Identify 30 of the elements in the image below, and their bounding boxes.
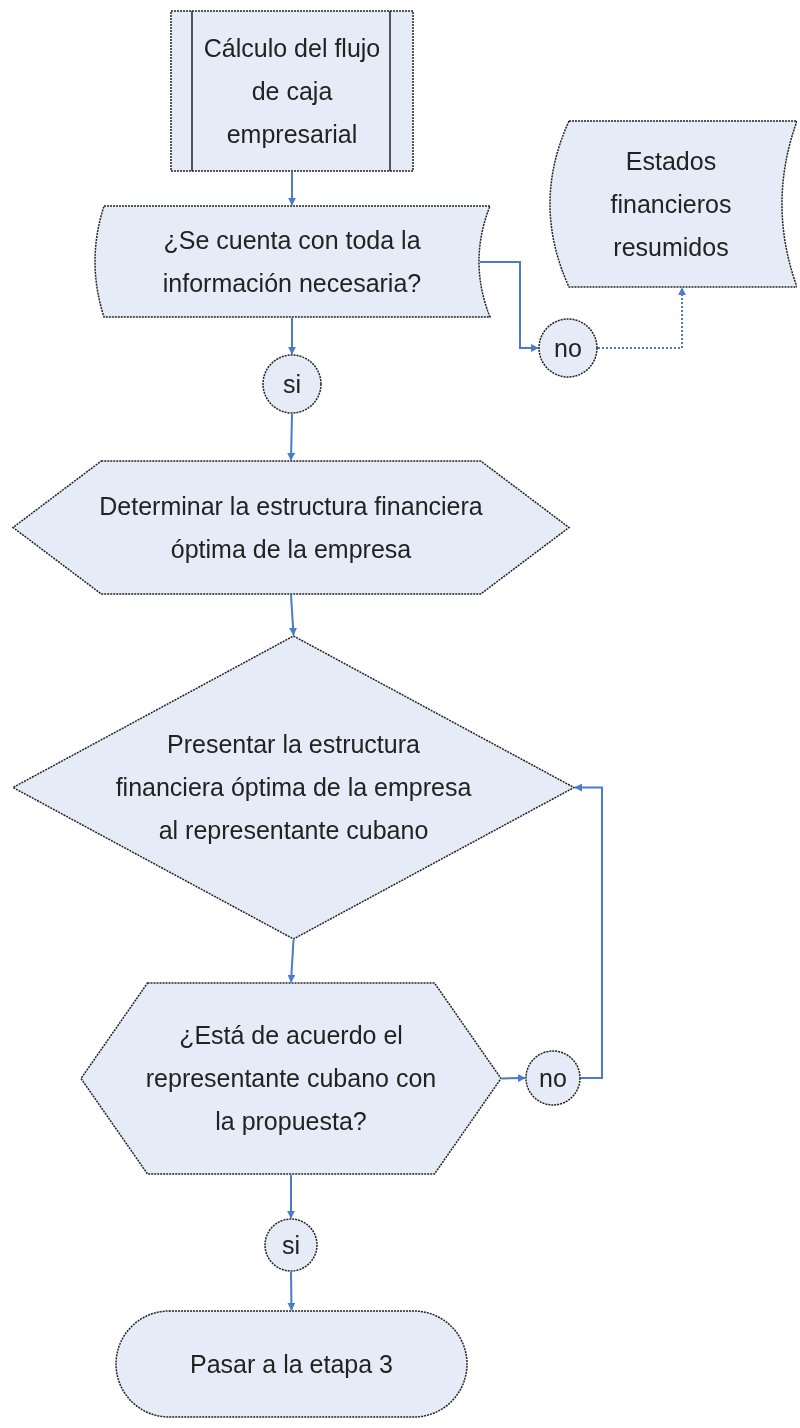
node-text: Estados financieros resumidos [609, 145, 733, 263]
node-text: ¿Se cuenta con toda la información necesaria? [161, 224, 423, 299]
arrow [479, 261, 539, 352]
connector-circle [525, 1050, 581, 1106]
arrow [287, 413, 296, 461]
arrow [574, 783, 603, 1079]
arrow [287, 1271, 296, 1311]
node-text: no [554, 332, 582, 364]
node-text: si [281, 1229, 301, 1261]
arrow [288, 317, 296, 355]
predefined-process-box [170, 10, 414, 172]
node-text: ¿Está de acuerdo el representante cubano con la propuesta? [144, 1020, 438, 1137]
node-text: no [539, 1062, 567, 1094]
arrow [287, 939, 296, 983]
node-text: si [282, 368, 302, 400]
decision-diamond [12, 635, 575, 940]
node-text: Presentar la estructura financiera óptima de la empresa al representante cubano [114, 729, 473, 846]
arrow [287, 1174, 295, 1219]
arrow [501, 1074, 526, 1083]
connector-circle [262, 354, 322, 414]
preparation-hexagon [12, 460, 570, 595]
document-shape [92, 205, 492, 318]
connector-circle [538, 318, 598, 378]
preparation-hexagon [80, 982, 502, 1175]
node-text: Cálculo del flujo de caja empresarial [202, 32, 382, 150]
node-text: Pasar a la etapa 3 [190, 1348, 393, 1380]
arrow [289, 594, 298, 636]
connector-circle [264, 1218, 318, 1272]
arrow [288, 171, 296, 206]
node-text: Determinar la estructura financiera óptima de la empresa [98, 490, 484, 565]
